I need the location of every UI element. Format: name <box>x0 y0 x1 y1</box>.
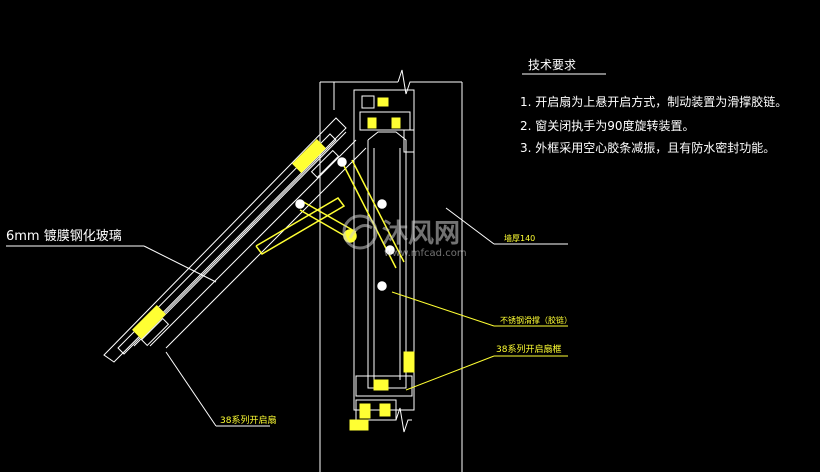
window-frame-profile <box>349 89 415 433</box>
leader-lines-yellow <box>391 291 568 391</box>
requirement-1: 1. 开启扇为上悬开启方式，制动装置为滑撑胶链。 <box>520 94 787 109</box>
sash-label: 38系列开启扇 <box>220 414 276 426</box>
watermark-url: www.mfcad.com <box>384 248 467 259</box>
leader-lines <box>6 207 568 427</box>
frame-label: 38系列开启扇框 <box>496 343 561 355</box>
watermark-logo <box>342 214 378 250</box>
requirement-3: 3. 外框采用空心胶条减振，且有防水密封功能。 <box>520 140 775 155</box>
wall-thickness-label: 墙厚140 <box>504 233 535 243</box>
requirement-2: 2. 窗关闭执手为90度旋转装置。 <box>520 118 695 133</box>
glass-label: 6mm 镀膜钢化玻璃 <box>6 228 122 244</box>
tech-title: 技术要求 <box>528 58 576 72</box>
watermark: 沐风网 www.mfcad.com <box>342 214 467 259</box>
hinge-label: 不锈钢滑撑（胶链） <box>500 315 572 325</box>
opened-sash <box>103 117 367 363</box>
watermark-brand: 沐风网 <box>382 219 460 249</box>
